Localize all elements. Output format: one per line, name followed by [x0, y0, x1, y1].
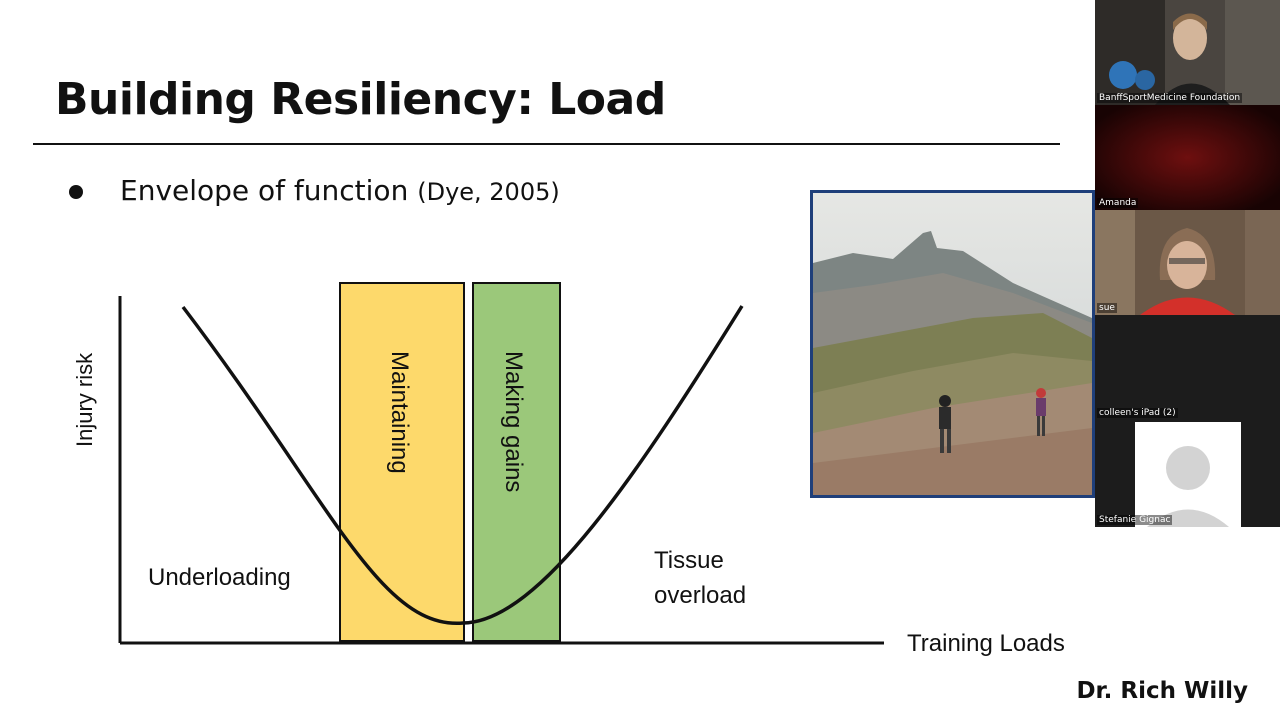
- participant-tile-2[interactable]: sue: [1095, 210, 1280, 315]
- title-divider: [33, 143, 1060, 145]
- participant-tile-0[interactable]: BanffSportMedicine Foundation: [1095, 0, 1280, 105]
- bullet-citation: (Dye, 2005): [417, 178, 560, 206]
- x-axis-label: Training Loads: [907, 630, 1065, 657]
- zone-maintaining: [339, 282, 465, 642]
- bullet-item: Envelope of function (Dye, 2005): [120, 174, 560, 207]
- mountain-hikers-photo: [810, 190, 1095, 498]
- participant-video-1: [1095, 105, 1280, 210]
- zone-label-underloading: Underloading: [148, 564, 291, 591]
- participant-name-0: BanffSportMedicine Foundation: [1097, 93, 1243, 103]
- zone-label-maintaining: Maintaining: [386, 351, 413, 474]
- envelope-chart: Injury risk Training Loads Underloading …: [72, 282, 1065, 657]
- zone-label-making-gains: Making gains: [500, 351, 527, 492]
- participant-tile-3[interactable]: colleen's iPad (2): [1095, 315, 1280, 420]
- injury-risk-curve: [181, 305, 744, 625]
- participant-name-2: sue: [1097, 303, 1117, 313]
- participant-tile-1[interactable]: Amanda: [1095, 105, 1280, 210]
- y-axis-label: Injury risk: [72, 352, 97, 447]
- mountain-hikers-illustration: [813, 193, 1092, 495]
- participant-video-0: [1095, 0, 1280, 105]
- zone-label-overload-2: overload: [654, 582, 746, 609]
- presenter-name: Dr. Rich Willy: [1076, 678, 1248, 704]
- participant-video-2: [1095, 210, 1280, 315]
- slide-title: Building Resiliency: Load: [55, 74, 666, 125]
- bullet-text: Envelope of function: [120, 174, 409, 207]
- bullet-dot-icon: [69, 185, 83, 199]
- participant-video-4: [1135, 422, 1241, 527]
- participant-tile-4[interactable]: Stefanie Gignac: [1095, 420, 1280, 527]
- participant-name-4: Stefanie Gignac: [1097, 515, 1173, 525]
- zone-making-gains: [472, 282, 561, 642]
- participant-name-3: colleen's iPad (2): [1097, 408, 1178, 418]
- participant-video-panel: BanffSportMedicine Foundation Amanda sue: [1095, 0, 1280, 527]
- participant-name-1: Amanda: [1097, 198, 1139, 208]
- zone-label-overload-1: Tissue: [654, 547, 724, 574]
